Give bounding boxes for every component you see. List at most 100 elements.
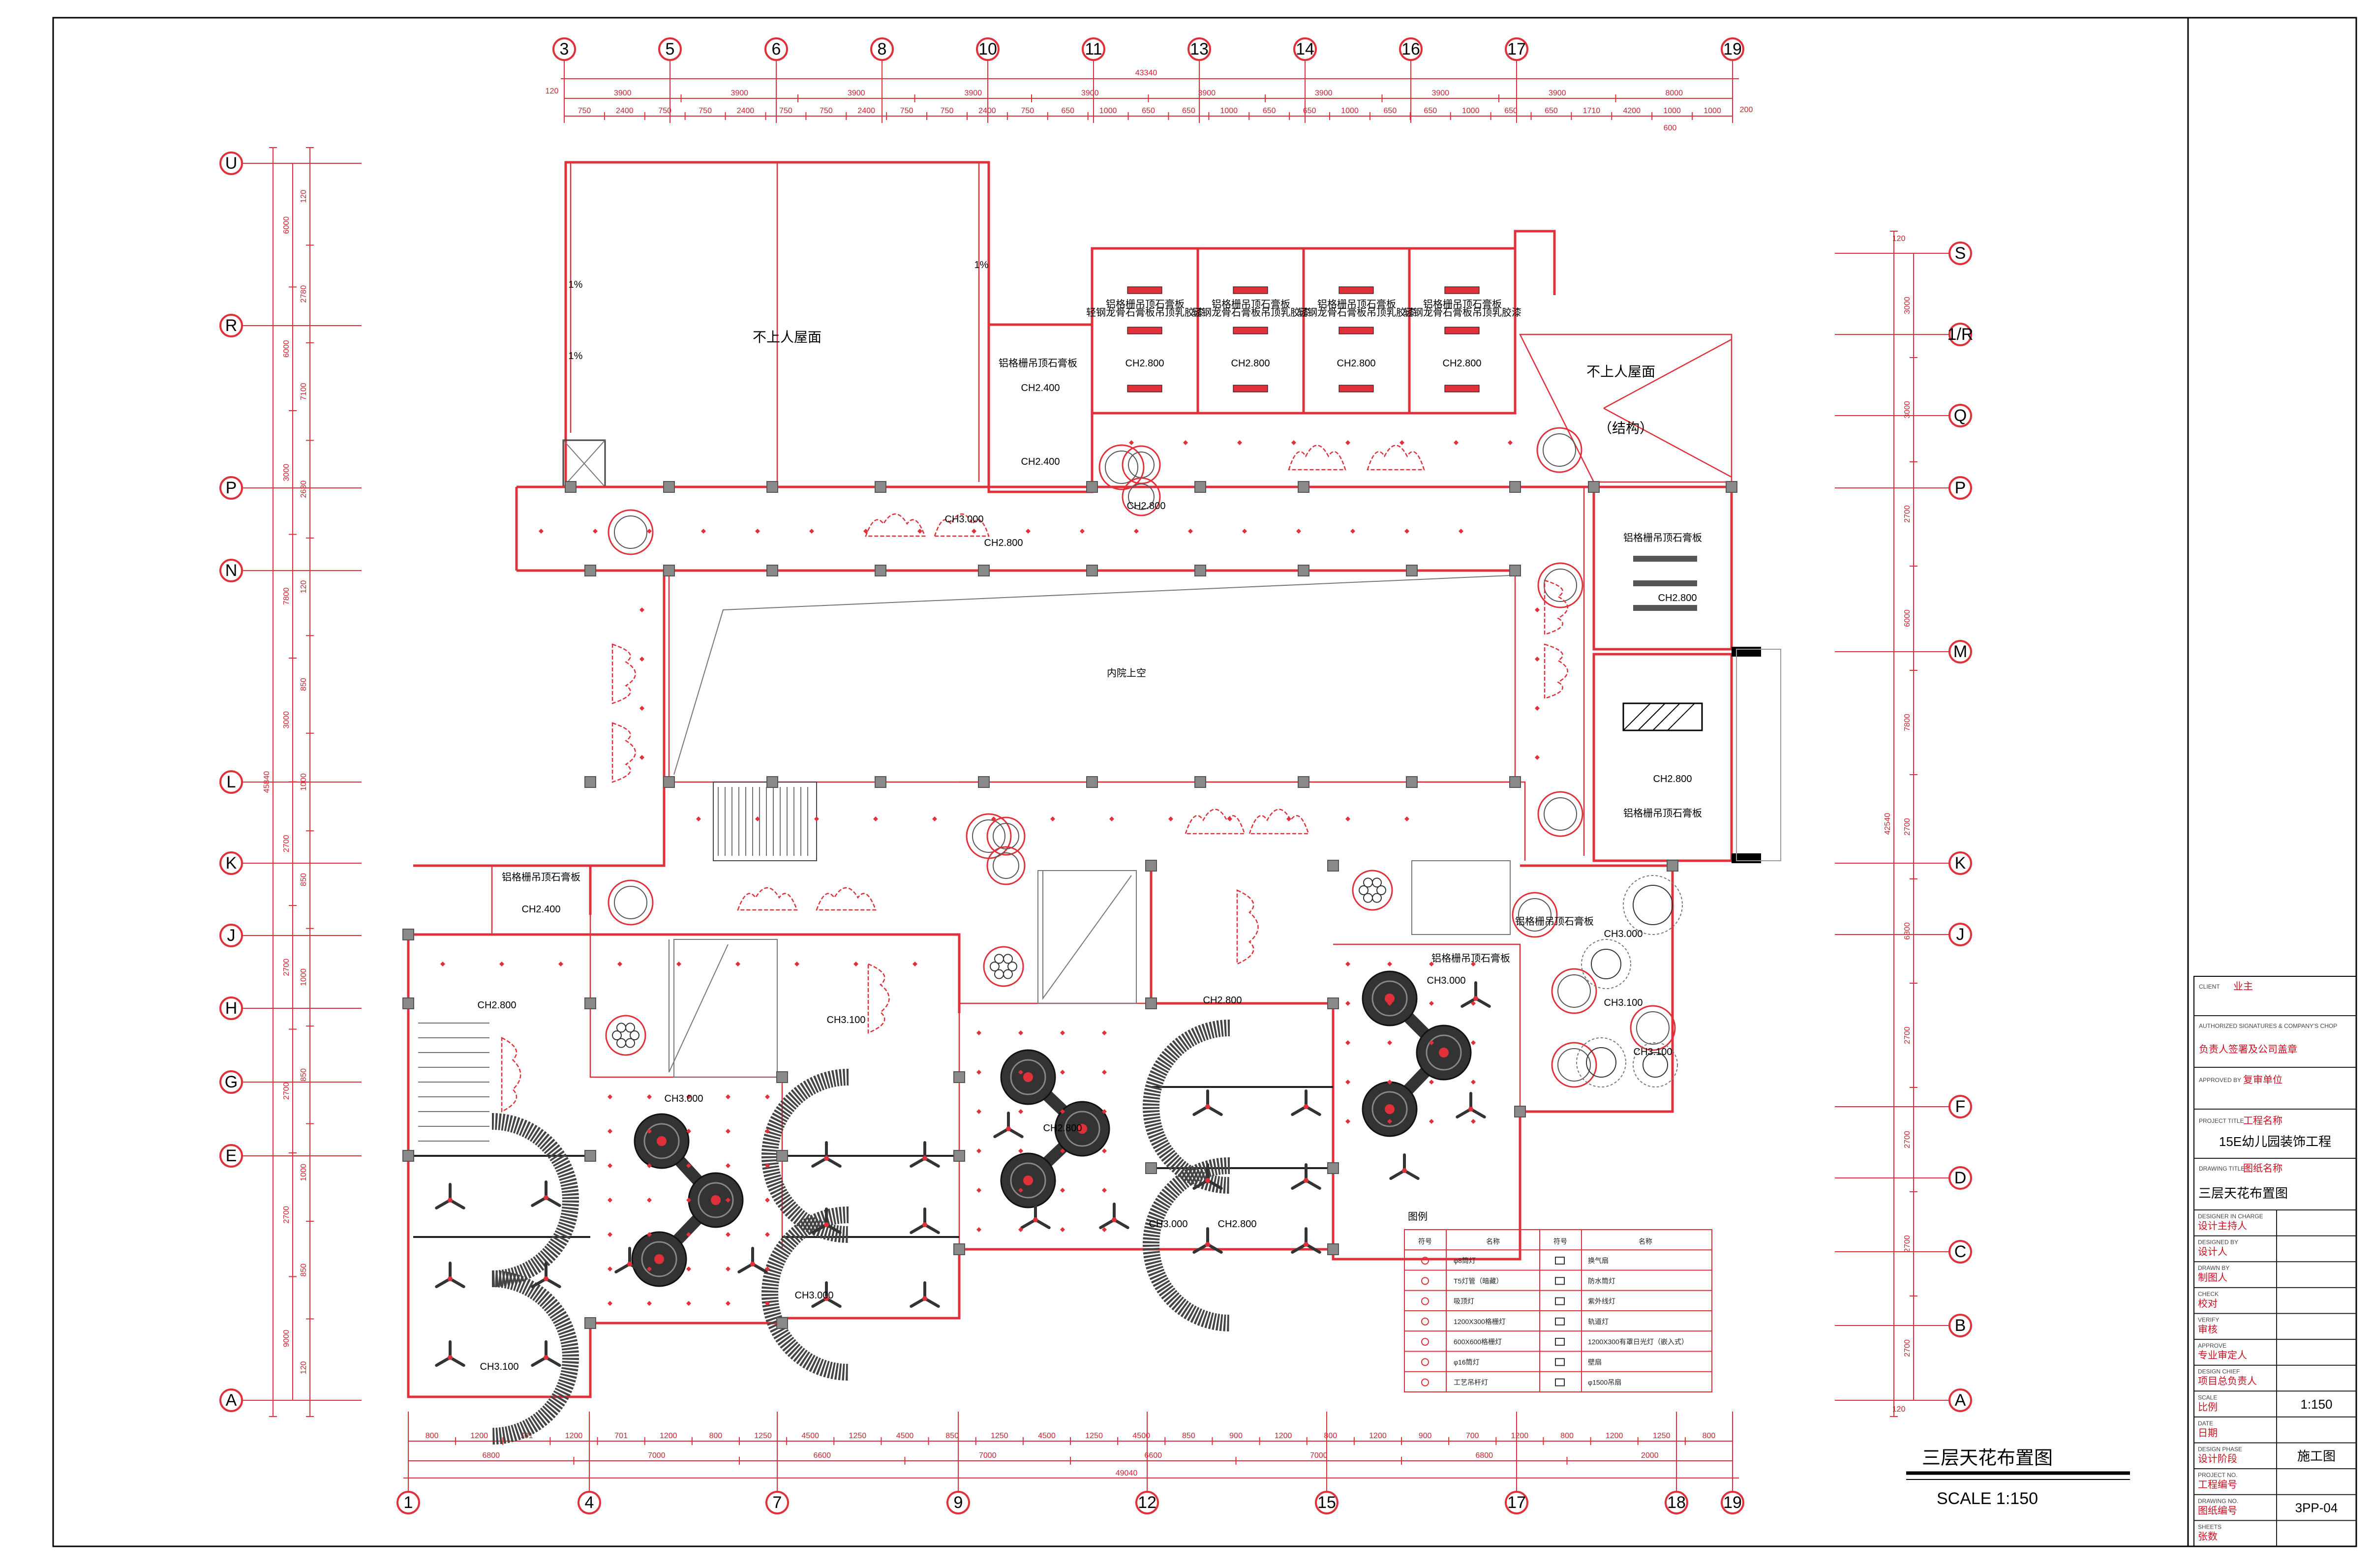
ceiling-fan-3-hub [544,1276,548,1281]
axis-label-top-17: 17 [1507,40,1526,59]
bottom-dim-row2-text-10: 4500 [896,1432,914,1440]
top-dim-row1-text-0: 3900 [614,89,632,97]
bottom-dim-row1-text-7: 2000 [1641,1451,1659,1460]
tb-auth-cn: 负责人签署及公司盖章 [2199,1044,2297,1055]
column-7 [1298,565,1309,576]
flower-light-2-petal [994,954,1004,964]
courtyard-void [668,570,1516,783]
tb-row-cn-11: 图纸编号 [2198,1505,2237,1516]
tb-row-en-6: DESIGN CHIEF [2198,1368,2240,1375]
column-35 [1145,997,1157,1009]
left-dims-inner-text-1: 2780 [300,285,308,303]
round-hatch-2 [1576,1037,1626,1087]
flower-light-1-petal [625,1023,635,1033]
top-dim-row2-text-17: 650 [1263,107,1276,115]
spot-lamp-47 [913,962,917,966]
column-13 [875,776,886,788]
ring-light-0 [608,509,654,555]
room-note-6: 轻钢龙骨石膏板吊顶乳胶漆 [1298,307,1416,318]
hub-1-0-center [1023,1072,1033,1082]
axis-label-top-19: 19 [1723,40,1742,59]
right-bar-light [1633,580,1697,586]
spot-lamp-94 [1102,1109,1107,1114]
ring-light-2 [1537,562,1583,608]
bottom-dim-row1-text-2: 6600 [813,1451,831,1460]
ceiling-fan-5-blade [545,1356,561,1367]
tb-row-cn-6: 项目总负责人 [2198,1376,2257,1387]
tb-row-val-11: 3PP-04 [2295,1501,2338,1515]
column-24 [1298,481,1309,493]
axis-label-top-6: 6 [772,40,781,59]
ceiling-height-19: CH2.800 [1043,1123,1082,1134]
column-48 [776,1317,788,1329]
column-42 [584,1150,596,1162]
ceiling-fan-19-hub [1205,1178,1210,1183]
ceiling-height-2: CH2.800 [1337,358,1376,369]
left-dims-text-0: 6000 [282,216,291,234]
left-dims-inner-text-8: 1000 [300,968,308,986]
legend-title: 图例 [1408,1211,1428,1222]
flower-light-3-petal [1376,885,1386,895]
ceiling-fan-12-blade [811,1297,828,1308]
vcloud-panel-0 [611,643,636,704]
tb-project-cn: 工程名称 [2243,1115,2282,1126]
spot-lamp-118 [1471,1040,1476,1045]
axis-label-right-S: S [1955,244,1966,263]
ceiling-height-23: CH3.100 [1634,1047,1673,1057]
bottom-dim-row2-text-24: 800 [1560,1432,1574,1440]
title-block: CLIENT 业主 AUTHORIZED SIGNATURES & COMPAN… [2194,981,2356,1546]
top-dim-row2-text-20: 650 [1384,107,1397,115]
ceiling-fan-25-blade [1460,997,1477,1008]
top-dim-row1-text-5: 3900 [1198,89,1216,97]
axis-label-left-K: K [226,854,237,873]
spot-lamp-25 [1535,755,1540,760]
spot-lamp-13 [1242,529,1247,534]
column-9 [1509,565,1521,576]
flower-light-3-petal [1363,877,1373,888]
hub-1-2-center [1023,1176,1033,1185]
ring-light-4 [608,879,654,926]
ceiling-height-22: CH3.100 [827,1015,866,1025]
bottom-dim-row2-text-12: 1250 [991,1432,1008,1440]
ceiling-fan-24-blade [1469,1108,1486,1118]
top-dim-row2-text-3: 750 [699,107,712,115]
left-dims-text-1: 6000 [282,340,291,358]
legend-symbol-a-0 [1421,1257,1429,1265]
top-dim-row2-text-27: 1000 [1663,107,1681,115]
bottom-dim-row2-text-1: 1200 [470,1432,488,1440]
tb-row-cn-7: 比例 [2198,1401,2218,1413]
tb-approved-cn: 复审单位 [2243,1074,2282,1086]
round-hatch-3 [1633,1042,1678,1087]
top-dim-row2-text-5: 750 [779,107,792,115]
axis-label-bottom-19: 19 [1723,1493,1742,1512]
bottom-dim-row2-text-9: 1250 [849,1432,867,1440]
cloud-panel-2 [1288,445,1346,471]
spot-lamp-23 [1535,706,1540,711]
ring-light-6 [966,813,1012,859]
spot-lamp-41 [558,962,563,966]
legend-name-a-2: 吸顶灯 [1454,1297,1474,1305]
spot-lamp-127 [1129,440,1134,445]
legend-symbol-b-2 [1555,1297,1565,1305]
drawing-frame [52,17,2189,1547]
bottom-dim-row2-text-26: 1250 [1653,1432,1671,1440]
ring-light-7-inner [1518,898,1552,932]
legend-name-b-5: 壁扇 [1588,1358,1602,1366]
grid-light-bar [1127,286,1162,294]
top-small-600: 600 [1664,124,1677,132]
axis-label-left-A: A [226,1391,237,1410]
ceiling-fan-9-blade [923,1157,940,1168]
tb-row-cn-10: 工程编号 [2198,1479,2237,1490]
column-21 [875,481,886,493]
ceiling-fan-0-hub [448,1198,453,1203]
bottom-dim-row2-text-15: 4500 [1132,1432,1150,1440]
hub-0-0-center [657,1136,667,1146]
column-6 [1194,565,1206,576]
top-dim-row1-text-4: 3900 [1081,89,1099,97]
ring-light-10-inner [1557,1048,1591,1082]
ceiling-fan-10-blade [811,1223,828,1234]
spot-lamp-114 [1471,1001,1476,1006]
hub-0-1-center [711,1195,721,1205]
top-dim-row2-text-1: 2400 [616,107,634,115]
double-ring-2-inner [993,823,1019,849]
